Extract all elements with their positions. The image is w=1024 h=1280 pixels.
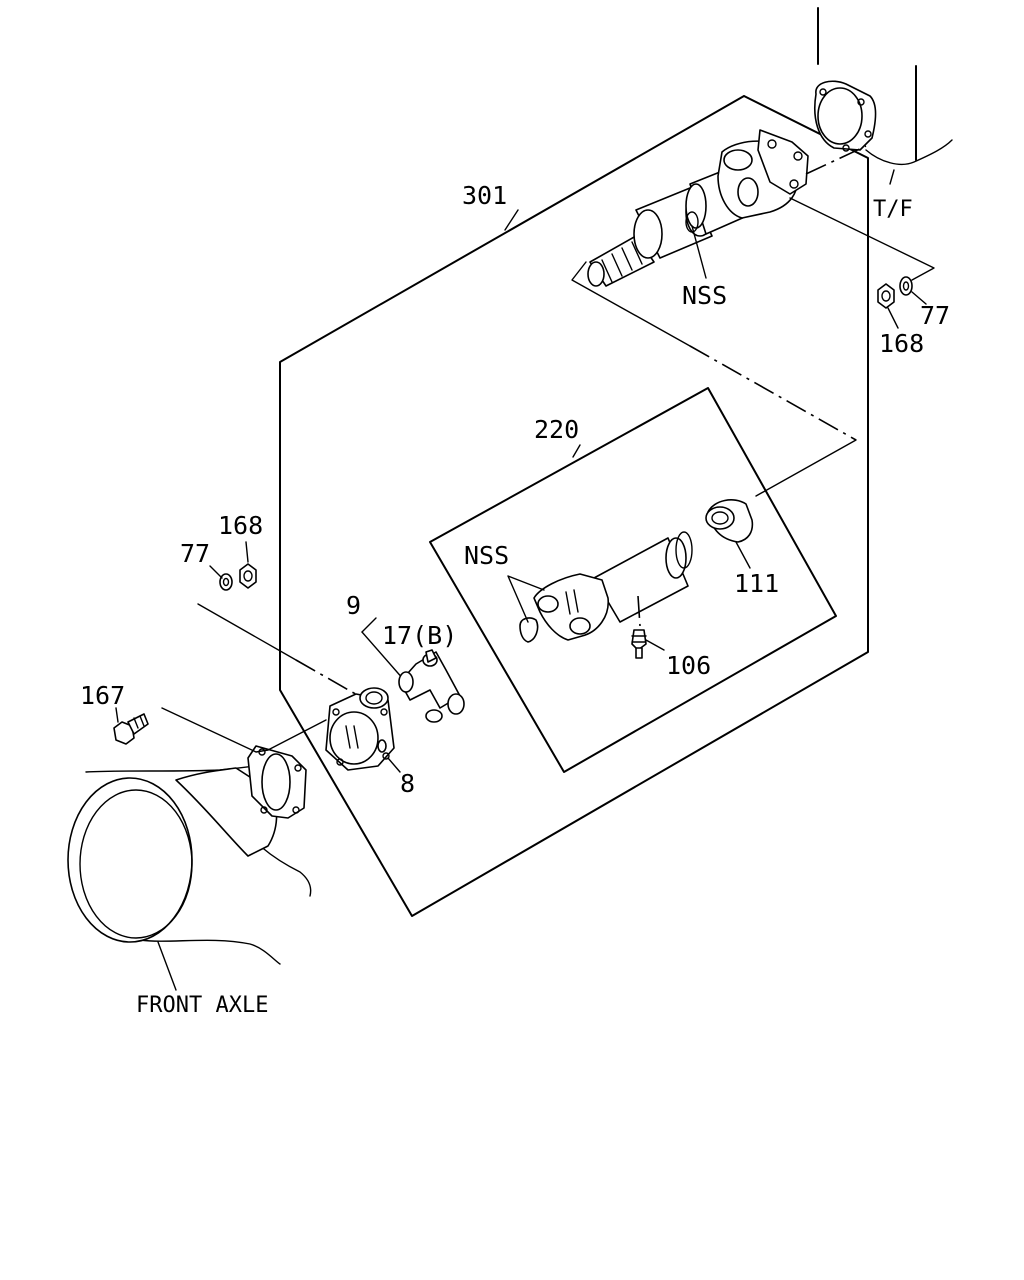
leader-168-left [245,541,249,563]
label-168-left: 168 [218,511,263,540]
slip-shaft-220 [519,531,693,643]
label-nss-mid: NSS [464,541,509,570]
label-17b: 17(B) [382,621,457,650]
bolt-to-flange-line [267,719,327,751]
leader-nss-top [691,225,707,279]
front-axle [67,745,312,965]
flange-yoke-8 [325,687,395,771]
label-8: 8 [400,769,415,798]
bolt-chain-line [161,707,269,753]
bolt-167 [113,713,149,745]
leader-168-right [887,307,899,329]
label-168-right: 168 [879,329,924,358]
label-front-axle: FRONT AXLE [136,993,268,1018]
label-nss-top: NSS [682,281,727,310]
label-106: 106 [666,651,711,680]
label-77-right: 77 [920,301,950,330]
transfer-case [814,7,953,166]
upper-shaft [587,129,809,287]
lower-connector [755,439,857,497]
leader-220 [572,444,581,458]
fitting-106 [631,629,647,659]
leader-167 [115,707,119,723]
leader-111 [735,541,751,569]
leader-77-left [209,565,223,579]
leader-front-axle [157,941,177,991]
washer-77-left [219,573,233,591]
nut-168-right [877,283,895,309]
label-9: 9 [346,591,361,620]
leader-tf [889,169,895,185]
washer-77-right [899,276,913,296]
assembly-220-outline [429,387,837,773]
label-111: 111 [734,569,779,598]
upper-bracket-line [571,261,691,347]
leader-nss-mid [507,575,545,623]
upper-right-bracket [789,197,935,281]
leader-301 [504,209,519,231]
dash-shaft-to-106 [637,595,641,627]
left-chain-line [197,603,297,661]
dash-upper-to-220 [689,345,857,441]
label-220: 220 [534,415,579,444]
leader-8 [387,757,401,773]
dash-left-to-flange [295,659,367,701]
leader-106 [645,639,665,651]
universal-joint-17b [361,617,465,723]
dash-upper-to-tf [805,145,867,175]
label-167: 167 [80,681,125,710]
label-tf: T/F [873,197,913,222]
label-77-left: 77 [180,539,210,568]
nut-168-left [239,563,257,589]
boot-111 [705,499,754,543]
label-301: 301 [462,181,507,210]
leader-77-right [911,291,927,305]
assembly-301-outline [279,95,869,917]
